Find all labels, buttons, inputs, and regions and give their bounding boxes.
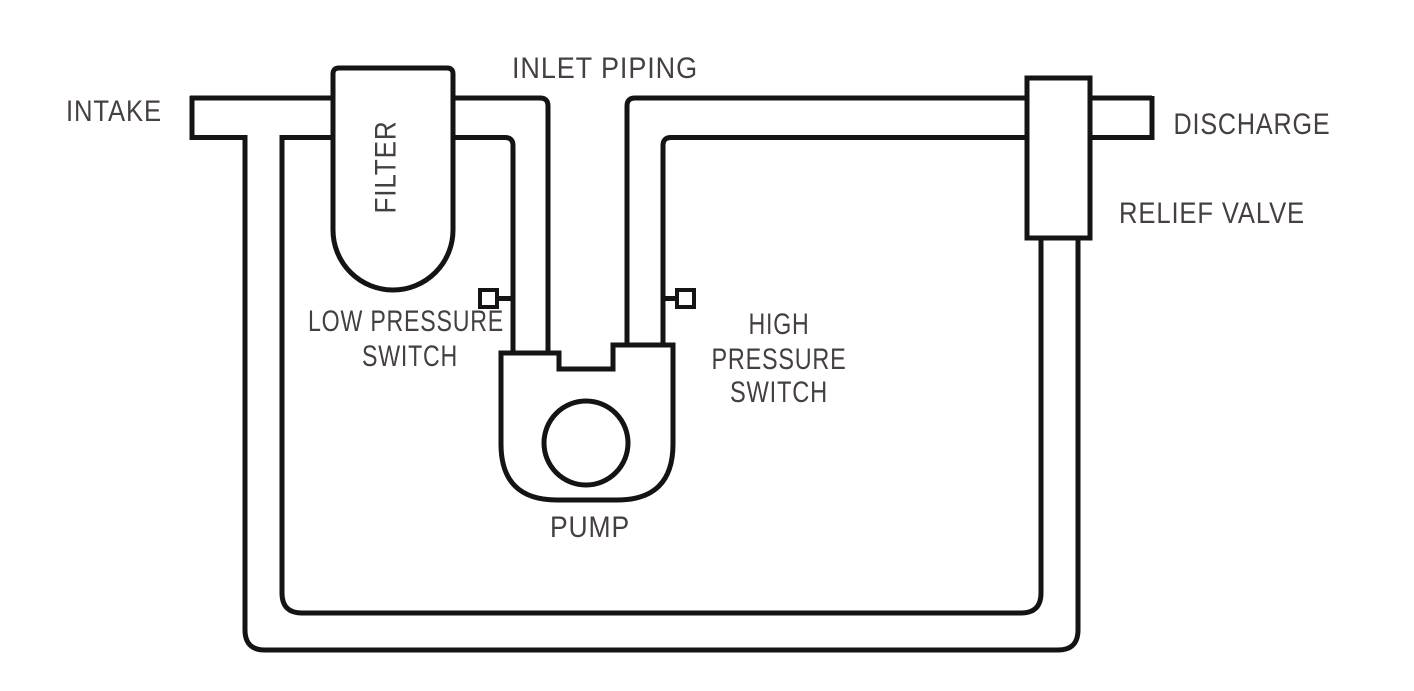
low-pressure-switch-box xyxy=(478,288,499,309)
pipe-network xyxy=(189,95,1155,653)
inlet-riser-left-outer xyxy=(449,95,551,353)
low-pressure-switch-label: LOW PRESSURE SWITCH xyxy=(308,305,504,373)
return-loop-outer-wall xyxy=(190,135,1081,653)
pump-body-group xyxy=(498,342,676,503)
high-pressure-switch xyxy=(661,288,696,309)
low-pressure-switch xyxy=(478,288,515,309)
discharge-label: DISCHARGE xyxy=(1174,108,1331,141)
high-pressure-switch-label-line1: HIGH xyxy=(749,308,810,341)
high-pressure-switch-box xyxy=(675,288,696,309)
inlet-riser-left-inner xyxy=(449,135,516,353)
high-pressure-switch-label-line3: SWITCH xyxy=(730,376,828,409)
filter-label: FILTER xyxy=(370,121,403,214)
labels: INTAKE INLET PIPING FILTER DISCHARGE REL… xyxy=(66,52,1331,544)
discharge-riser-inner xyxy=(660,135,1032,345)
relief-valve-label: RELIEF VALVE xyxy=(1119,197,1305,230)
low-pressure-switch-label-line2: SWITCH xyxy=(362,340,458,373)
relief-valve-body xyxy=(1024,75,1093,241)
inlet-piping-label: INLET PIPING xyxy=(512,52,698,85)
pump-label: PUMP xyxy=(550,511,630,544)
pump-impeller-circle xyxy=(541,398,631,488)
intake-label: INTAKE xyxy=(66,95,162,128)
filter-vessel xyxy=(330,65,456,293)
return-loop-inner-wall xyxy=(279,135,1044,616)
discharge-riser-outer xyxy=(624,95,1032,345)
low-pressure-switch-label-line1: LOW PRESSURE xyxy=(308,305,504,338)
high-pressure-switch-label-line2: PRESSURE xyxy=(712,343,847,376)
high-pressure-switch-label: HIGH PRESSURE SWITCH xyxy=(712,308,847,409)
